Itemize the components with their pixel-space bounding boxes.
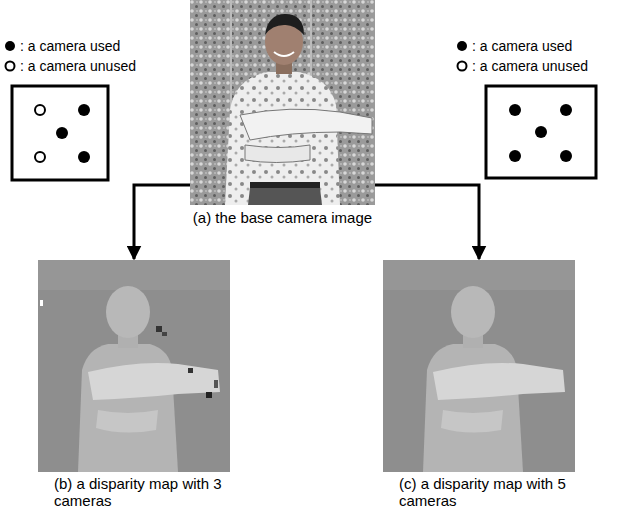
used-dot bbox=[457, 41, 467, 51]
camera-photo bbox=[190, 0, 375, 205]
camera-unused bbox=[35, 152, 45, 162]
unused-dot bbox=[6, 62, 15, 71]
image-panel: (a) the base camera image bbox=[190, 0, 375, 205]
camera-array-box bbox=[486, 86, 596, 178]
disparity-map bbox=[383, 260, 575, 472]
image-caption: (c) a disparity map with 5 cameras bbox=[399, 475, 591, 509]
disparity-map bbox=[38, 260, 230, 472]
legend-text: : a camera unused bbox=[20, 58, 136, 74]
legend-text: : a camera unused bbox=[472, 58, 588, 74]
camera-unused bbox=[35, 105, 45, 115]
image-panel: (b) a disparity map with 3 cameras bbox=[38, 260, 230, 472]
camera-used bbox=[509, 150, 521, 162]
camera-used bbox=[560, 150, 572, 162]
flow-arrow bbox=[134, 185, 190, 259]
used-dot bbox=[5, 41, 15, 51]
image-caption: (b) a disparity map with 3 cameras bbox=[54, 475, 246, 509]
camera-used bbox=[78, 104, 90, 116]
camera-array-box bbox=[12, 86, 108, 180]
unused-dot bbox=[458, 62, 467, 71]
camera-used bbox=[509, 104, 521, 116]
camera-used bbox=[535, 126, 547, 138]
camera-used bbox=[560, 104, 572, 116]
image-caption: (a) the base camera image bbox=[193, 209, 372, 226]
camera-used bbox=[56, 127, 68, 139]
legend-text: : a camera used bbox=[20, 38, 120, 54]
legend-text: : a camera used bbox=[472, 38, 572, 54]
flow-arrow bbox=[375, 185, 479, 259]
image-panel: (c) a disparity map with 5 cameras bbox=[383, 260, 575, 472]
camera-used bbox=[78, 151, 90, 163]
